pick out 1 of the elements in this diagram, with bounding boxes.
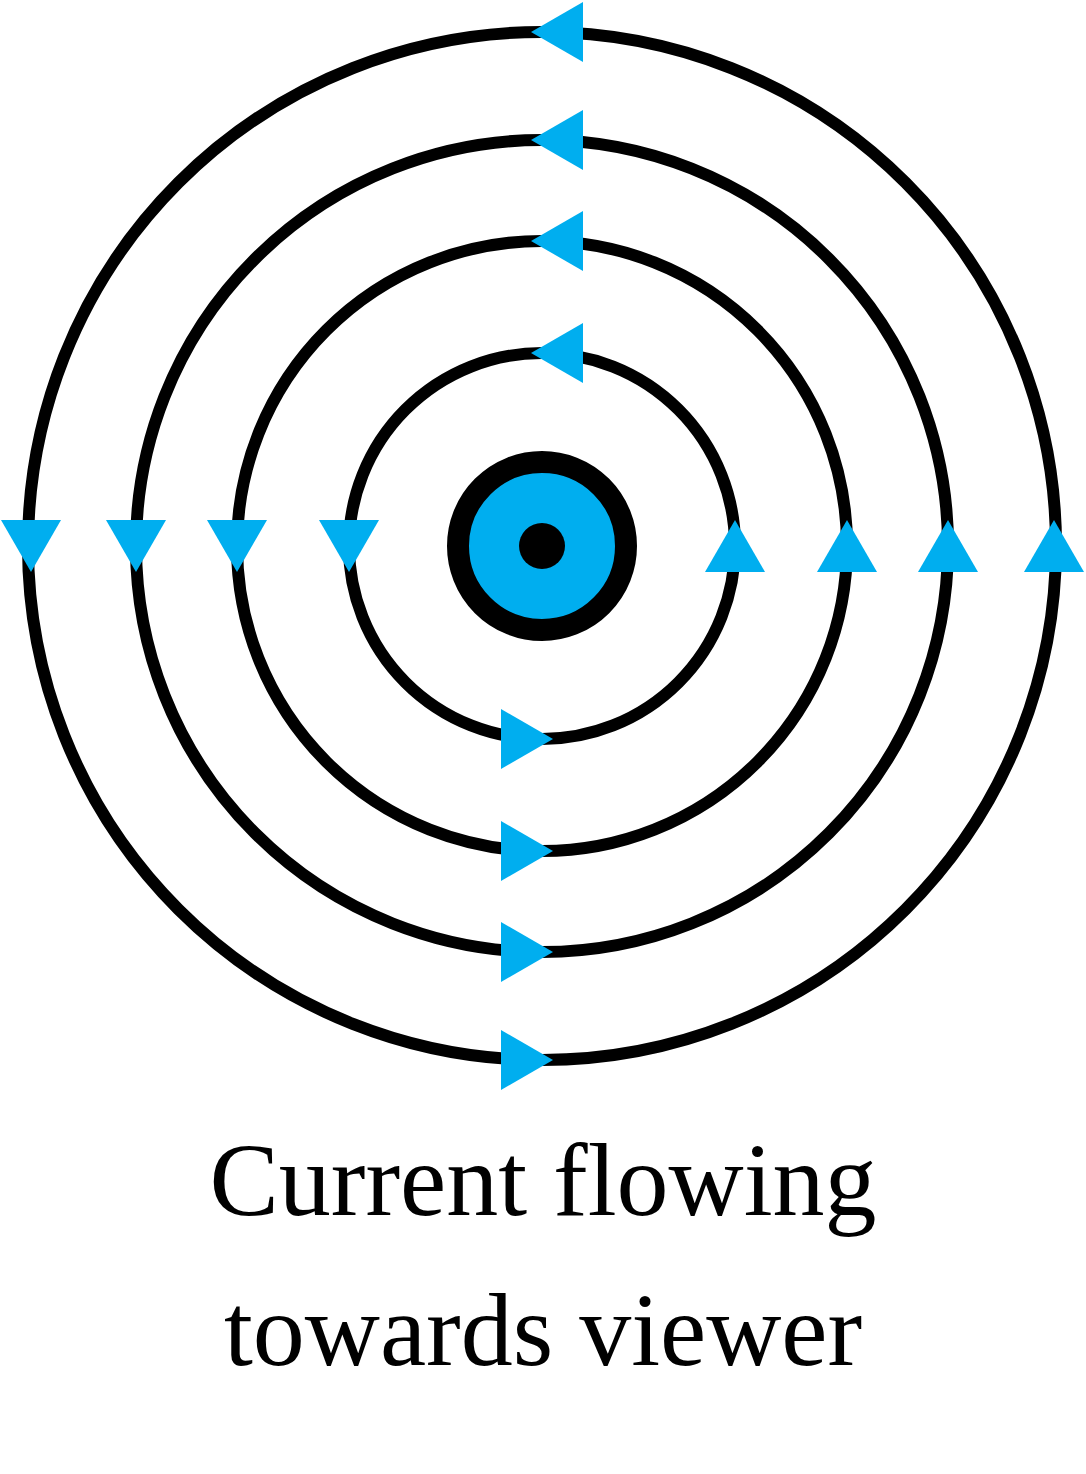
caption: Current flowing towards viewer	[208, 1121, 878, 1389]
